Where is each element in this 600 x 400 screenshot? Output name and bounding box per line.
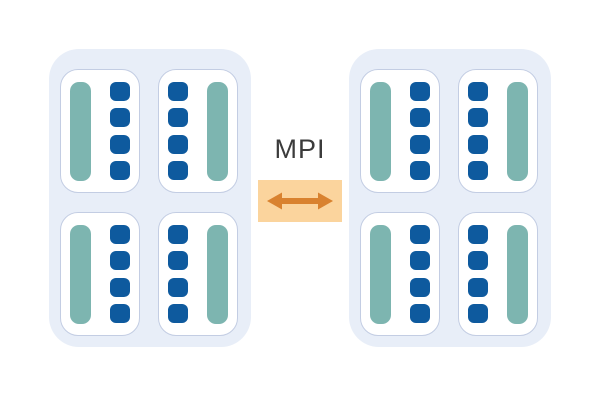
- processor-socket: [458, 212, 538, 336]
- processor-socket: [458, 69, 538, 193]
- core-square: [468, 251, 488, 271]
- core-square: [410, 161, 430, 181]
- core-square: [410, 81, 430, 101]
- core-square: [168, 161, 188, 181]
- core-square: [468, 134, 488, 154]
- core-square: [168, 134, 188, 154]
- core-column: [110, 224, 130, 324]
- mpi-connector: MPI: [258, 131, 342, 222]
- memory-bar: [370, 81, 391, 181]
- memory-bar: [370, 224, 391, 324]
- core-square: [110, 81, 130, 101]
- core-square: [468, 81, 488, 101]
- core-square: [468, 161, 488, 181]
- processor-socket: [60, 212, 140, 336]
- core-square: [410, 108, 430, 128]
- core-square: [168, 81, 188, 101]
- core-column: [410, 81, 430, 181]
- compute-node-right: [349, 49, 551, 347]
- core-square: [168, 277, 188, 297]
- core-column: [168, 224, 188, 324]
- core-square: [410, 277, 430, 297]
- core-column: [468, 224, 488, 324]
- bidirectional-arrow-icon: [267, 192, 333, 210]
- memory-bar: [507, 81, 528, 181]
- core-column: [468, 81, 488, 181]
- core-square: [110, 224, 130, 244]
- core-column: [110, 81, 130, 181]
- processor-socket: [360, 69, 440, 193]
- core-column: [410, 224, 430, 324]
- memory-bar: [207, 81, 228, 181]
- core-square: [110, 161, 130, 181]
- memory-bar: [70, 224, 91, 324]
- core-square: [168, 224, 188, 244]
- core-square: [468, 277, 488, 297]
- memory-bar: [207, 224, 228, 324]
- mpi-label: MPI: [274, 134, 326, 164]
- core-square: [410, 134, 430, 154]
- core-square: [410, 304, 430, 324]
- processor-socket: [158, 212, 238, 336]
- memory-bar: [70, 81, 91, 181]
- core-square: [110, 304, 130, 324]
- mpi-link-box: [258, 180, 342, 222]
- core-square: [410, 251, 430, 271]
- processor-socket: [158, 69, 238, 193]
- core-square: [110, 134, 130, 154]
- compute-node-left: [49, 49, 251, 347]
- processor-socket: [360, 212, 440, 336]
- core-column: [168, 81, 188, 181]
- core-square: [168, 304, 188, 324]
- core-square: [110, 251, 130, 271]
- core-square: [110, 277, 130, 297]
- core-square: [168, 108, 188, 128]
- core-square: [410, 224, 430, 244]
- processor-socket: [60, 69, 140, 193]
- core-square: [110, 108, 130, 128]
- core-square: [468, 304, 488, 324]
- core-square: [468, 108, 488, 128]
- memory-bar: [507, 224, 528, 324]
- core-square: [168, 251, 188, 271]
- core-square: [468, 224, 488, 244]
